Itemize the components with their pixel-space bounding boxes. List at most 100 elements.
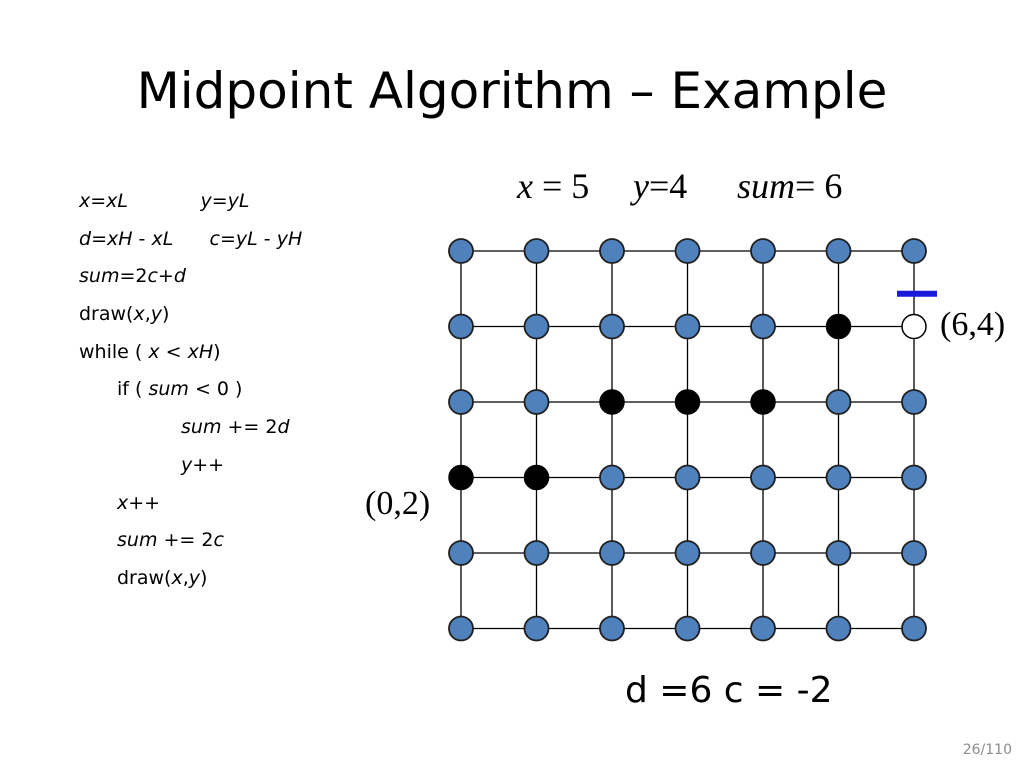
- drawn-pixel: [599, 389, 625, 415]
- code-line: x++: [79, 485, 302, 523]
- code-token: =: [211, 190, 228, 212]
- grid-node: [523, 615, 550, 642]
- code-token: =2: [119, 265, 148, 288]
- grid-node: [448, 540, 474, 566]
- code-token: sum: [117, 529, 158, 552]
- drawn-pixel: [750, 389, 776, 415]
- grid-node: [674, 464, 701, 491]
- grid-node: [825, 238, 852, 264]
- sum-equation: sum= 6: [737, 165, 842, 207]
- grid-node: [448, 389, 474, 415]
- grid-node: [448, 615, 474, 642]
- slide-title: Midpoint Algorithm – Example: [136, 62, 888, 120]
- code-token: sum: [148, 378, 189, 401]
- grid-node: [750, 540, 776, 566]
- sum-value: = 6: [795, 166, 843, 206]
- grid-node: [750, 464, 776, 491]
- grid-node: [901, 464, 927, 491]
- code-token: c: [147, 265, 158, 288]
- code-token: yL: [227, 190, 250, 212]
- code-token: ,: [144, 303, 151, 326]
- code-token: x: [79, 190, 91, 212]
- grid-node: [448, 238, 474, 264]
- grid-node: [448, 313, 474, 340]
- code-token: d: [79, 227, 92, 250]
- grid-node: [825, 464, 852, 491]
- code-token: y++: [181, 453, 225, 476]
- candidate-pixel: [901, 313, 927, 340]
- code-token: ): [200, 566, 208, 589]
- grid-node: [599, 464, 625, 491]
- grid-node: [901, 238, 927, 264]
- code-token: y: [188, 566, 201, 589]
- code-token: =: [90, 190, 107, 212]
- code-token: draw(: [79, 303, 134, 326]
- y-var: y: [633, 166, 649, 206]
- grid-node: [901, 389, 927, 415]
- grid-node: [523, 313, 550, 340]
- grid-node: [825, 540, 852, 566]
- code-line: draw(x,y): [79, 560, 302, 598]
- x-value: = 5: [532, 166, 590, 206]
- grid-node: [599, 238, 625, 264]
- sum-var: sum: [737, 166, 796, 206]
- end-point-label: (6,4): [940, 306, 1006, 343]
- code-token: c: [209, 227, 220, 250]
- grid-node: [674, 238, 701, 264]
- grid-node: [599, 313, 625, 340]
- grid-node: [523, 238, 550, 264]
- code-token: ): [213, 340, 221, 363]
- code-token: y: [150, 303, 163, 326]
- grid-node: [674, 540, 701, 566]
- code-token: -: [257, 227, 277, 250]
- code-token: xH: [187, 340, 214, 363]
- code-token: x++: [117, 491, 161, 514]
- code-line: draw(x,y): [79, 296, 302, 334]
- grid-node: [523, 540, 550, 566]
- code-token: += 2: [157, 529, 214, 552]
- code-line: x=xL y=yL: [79, 183, 302, 221]
- code-token: c: [213, 529, 224, 552]
- code-token: x: [133, 303, 145, 326]
- grid-node: [599, 615, 625, 642]
- code-line: sum += 2c: [79, 522, 302, 560]
- code-token: += 2: [221, 416, 278, 439]
- code-token: while (: [79, 340, 149, 363]
- code-token: yL: [235, 227, 258, 250]
- page-number: 26/110: [962, 742, 1012, 758]
- code-token: if (: [117, 378, 149, 401]
- grid-node: [750, 238, 776, 264]
- code-token: xL: [151, 227, 174, 250]
- code-line: y++: [79, 447, 302, 485]
- code-token: =: [91, 227, 107, 250]
- code-token: yH: [276, 227, 303, 250]
- grid-node: [901, 615, 927, 642]
- drawn-pixel: [448, 464, 474, 491]
- grid-node: [901, 540, 927, 566]
- code-line: sum += 2d: [79, 409, 302, 447]
- grid-node: [599, 540, 625, 566]
- grid-node: [750, 615, 776, 642]
- code-token: +: [157, 265, 174, 288]
- drawn-pixel: [523, 464, 550, 491]
- drawn-pixel: [674, 389, 701, 415]
- code-token: < 0 ): [188, 378, 243, 401]
- grid-node: [750, 313, 776, 340]
- code-token: -: [132, 227, 152, 250]
- drawn-pixel: [825, 313, 852, 340]
- grid-node: [825, 615, 852, 642]
- code-token: ,: [182, 566, 189, 589]
- code-token: y: [200, 190, 212, 212]
- code-line: while ( x < xH): [79, 334, 302, 372]
- code-line: d=xH - xL c=yL - yH: [79, 221, 302, 259]
- code-token: ): [162, 303, 170, 326]
- code-token: draw(: [117, 566, 172, 589]
- y-equation: y=4: [633, 165, 687, 207]
- code-line: if ( sum < 0 ): [79, 371, 302, 409]
- grid-node: [674, 313, 701, 340]
- grid-node: [674, 615, 701, 642]
- code-line: sum=2c+d: [79, 258, 302, 296]
- d-c-values: d =6 c = -2: [625, 670, 833, 711]
- code-token: d: [277, 416, 290, 439]
